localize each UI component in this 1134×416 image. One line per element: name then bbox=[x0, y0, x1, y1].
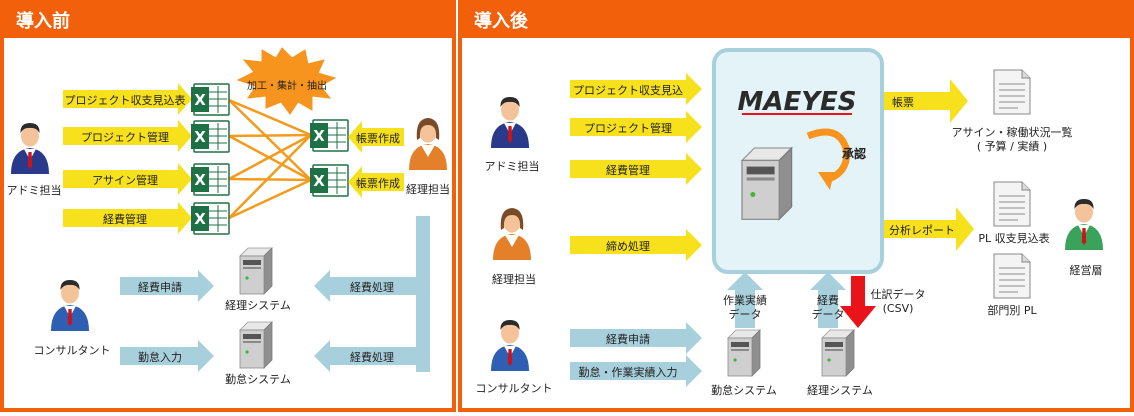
actor-label-admin: アドミ担当 bbox=[485, 159, 540, 173]
task-label: プロジェクト管理 bbox=[81, 130, 169, 144]
analysis-output-arrow: 分析レポート bbox=[884, 207, 974, 251]
actor-label-accounting: 経理担当 bbox=[492, 272, 536, 286]
task-label: 経費管理 bbox=[103, 212, 147, 226]
excel-icon bbox=[190, 202, 230, 235]
server-icon bbox=[727, 329, 761, 377]
input-label: プロジェクト管理 bbox=[584, 121, 672, 135]
report-doc-title: アサイン・稼働状況一覧 bbox=[952, 125, 1073, 139]
actor-label-management: 経営層 bbox=[1070, 263, 1103, 277]
maeyes-system-panel: MAEYES 承認 bbox=[712, 48, 884, 274]
report-label: 帳票作成 bbox=[356, 131, 400, 145]
burst-label: 加工・集計・抽出 bbox=[247, 79, 327, 92]
system-label: 勤怠システム bbox=[711, 383, 777, 397]
report-task-arrows: 帳票作成 帳票作成 bbox=[348, 121, 404, 198]
analysis-output-label: 分析レポート bbox=[889, 223, 955, 237]
processing-label: 経費処理 bbox=[350, 350, 394, 364]
journal-label-1: 仕訳データ bbox=[871, 287, 926, 301]
consultant-input-label: 勤怠・作業実績入力 bbox=[579, 365, 678, 379]
consultant-input-arrow: 経費申請 bbox=[570, 322, 702, 354]
consultant-input-arrows: 経費申請 勤怠・作業実績入力 bbox=[570, 322, 702, 387]
consultant-arrow: 経費申請 bbox=[120, 270, 214, 302]
report-arrow: 帳票作成 bbox=[348, 121, 404, 153]
processing-label: 経費処理 bbox=[350, 280, 394, 294]
document-icon bbox=[993, 253, 1031, 299]
burst-shape: 加工・集計・抽出 bbox=[236, 47, 337, 115]
actor-label-accounting: 経理担当 bbox=[406, 182, 450, 196]
actor-label-consultant: コンサルタント bbox=[34, 344, 111, 357]
document-icon bbox=[993, 181, 1031, 227]
server-icon bbox=[239, 247, 273, 295]
work-data-label-2: データ bbox=[729, 307, 762, 321]
approval-label: 承認 bbox=[842, 146, 866, 161]
report-label: 帳票作成 bbox=[356, 176, 400, 190]
after-title: 導入後 bbox=[474, 10, 529, 32]
input-label: 経費管理 bbox=[606, 163, 650, 177]
expense-data-label-1: 経費 bbox=[817, 293, 839, 307]
pl-doc-label: PL 収支見込表 bbox=[978, 231, 1049, 245]
consultant-task-label: 経費申請 bbox=[138, 280, 182, 294]
server-icon bbox=[821, 329, 855, 377]
pl-doc-label: 部門別 PL bbox=[987, 303, 1037, 317]
processing-arrow: 経費処理 bbox=[314, 340, 416, 372]
server-icon bbox=[741, 147, 793, 221]
actor-label-consultant: コンサルタント bbox=[476, 382, 553, 395]
admin-task-arrows: プロジェクト収支見込表 プロジェクト管理 アサイン管理 経費管理 bbox=[63, 83, 192, 234]
consultant-input-label: 経費申請 bbox=[606, 332, 650, 346]
input-label: プロジェクト収支見込 bbox=[573, 84, 683, 97]
task-arrow: アサイン管理 bbox=[63, 163, 192, 195]
report-output-label: 帳票 bbox=[892, 95, 914, 109]
accounting-flow-bar bbox=[416, 216, 430, 372]
excel-icon bbox=[190, 120, 230, 153]
report-doc-subtitle: ( 予算 / 実績 ) bbox=[977, 139, 1047, 153]
refresh-arrow-icon bbox=[806, 128, 851, 190]
task-arrow: 経費管理 bbox=[63, 202, 192, 234]
consultant-task-label: 勤怠入力 bbox=[138, 350, 182, 364]
journal-label-2: (CSV) bbox=[883, 302, 914, 315]
task-arrow: プロジェクト管理 bbox=[63, 120, 192, 152]
task-label: プロジェクト収支見込表 bbox=[65, 93, 186, 107]
input-arrow: 経費管理 bbox=[570, 153, 702, 185]
input-label: 締め処理 bbox=[606, 239, 650, 253]
work-data-up-arrow: 作業実績 データ bbox=[723, 272, 767, 328]
expense-data-up-arrow: 経費 データ bbox=[810, 272, 846, 328]
excel-icon bbox=[309, 164, 349, 197]
system-label: 経理システム bbox=[807, 384, 873, 397]
excel-icon bbox=[190, 83, 230, 116]
excel-link-lines bbox=[228, 98, 312, 220]
admin-input-arrows: プロジェクト収支見込 プロジェクト管理 経費管理 bbox=[570, 73, 702, 185]
input-arrow: プロジェクト管理 bbox=[570, 111, 702, 143]
consultant-input-arrow: 勤怠・作業実績入力 bbox=[570, 355, 702, 387]
work-data-label-1: 作業実績 bbox=[723, 293, 767, 307]
maeyes-logo: MAEYES bbox=[737, 87, 856, 117]
task-arrow: プロジェクト収支見込表 bbox=[63, 83, 192, 115]
actor-label-admin: アドミ担当 bbox=[7, 183, 62, 197]
report-output-arrow: 帳票 bbox=[884, 79, 968, 123]
accounting-input-arrow: 締め処理 bbox=[570, 229, 702, 261]
system-label: 経理システム bbox=[225, 299, 291, 312]
excel-icon bbox=[309, 119, 349, 152]
system-label: 勤怠システム bbox=[225, 372, 291, 386]
consultant-arrow: 勤怠入力 bbox=[120, 340, 214, 372]
journal-data-down-arrow: 仕訳データ (CSV) bbox=[840, 276, 926, 328]
task-label: アサイン管理 bbox=[92, 173, 158, 187]
document-icon bbox=[993, 69, 1031, 115]
input-arrow: プロジェクト収支見込 bbox=[570, 73, 702, 105]
processing-arrows: 経費処理 経費処理 bbox=[314, 270, 416, 372]
processing-arrow: 経費処理 bbox=[314, 270, 416, 302]
expense-data-label-2: データ bbox=[812, 307, 845, 321]
excel-icon bbox=[190, 163, 230, 196]
server-icon bbox=[239, 321, 273, 369]
before-title: 導入前 bbox=[16, 10, 70, 32]
report-arrow: 帳票作成 bbox=[348, 166, 404, 198]
consultant-arrows: 経費申請 勤怠入力 bbox=[120, 270, 214, 372]
